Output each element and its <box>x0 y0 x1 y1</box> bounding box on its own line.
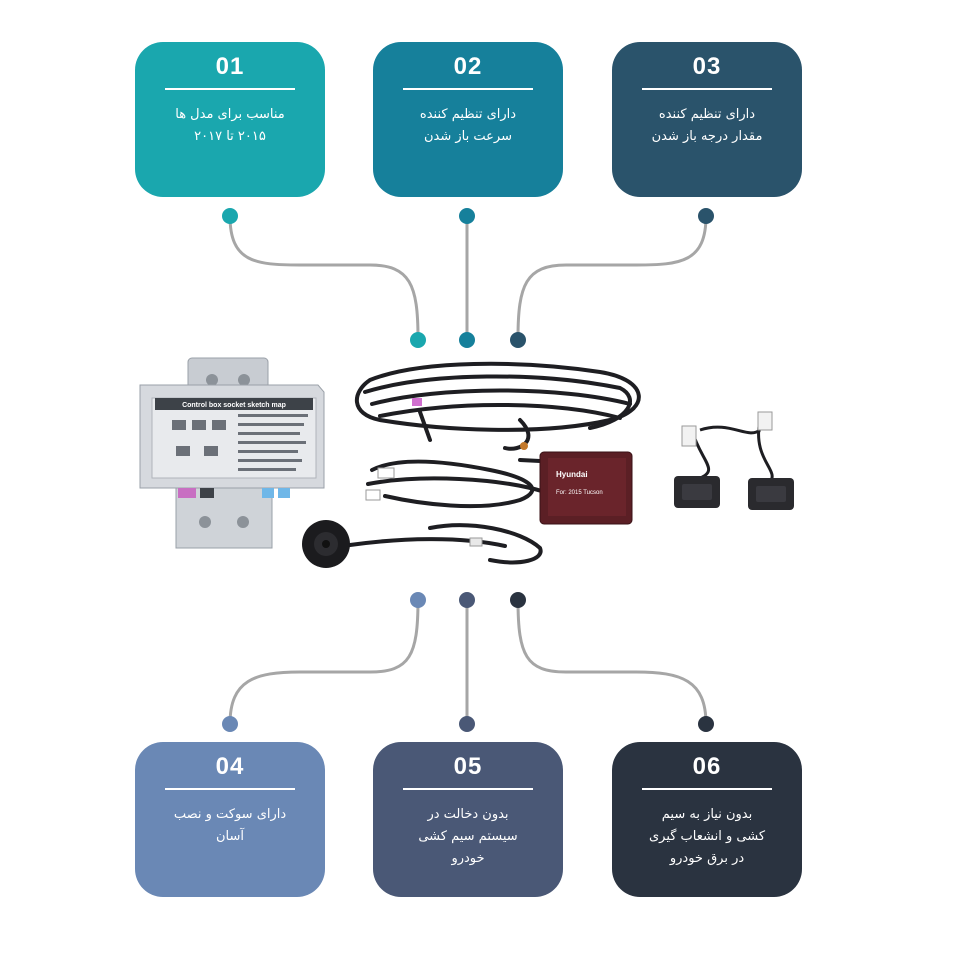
electronic-module: Hyundai For: 2015 Tucson <box>539 451 633 525</box>
feature-card-05: 05 بدون دخالت در سیستم سیم کشی خودرو <box>373 742 563 897</box>
control-box: Control box socket sketch map <box>139 357 325 549</box>
dot-icon <box>459 716 475 732</box>
control-box-label: Control box socket sketch map <box>182 402 286 409</box>
connector-line-04 <box>228 598 420 726</box>
connector-line-06 <box>516 598 708 726</box>
dot-icon <box>698 208 714 224</box>
divider <box>165 88 295 90</box>
dot-icon <box>510 592 526 608</box>
dot-icon <box>222 208 238 224</box>
buzzer-icon <box>302 520 350 568</box>
module-brand: Hyundai <box>556 470 588 479</box>
dot-icon <box>410 332 426 348</box>
feature-card-02: 02 دارای تنظیم کننده سرعت باز شدن <box>373 42 563 197</box>
feature-number: 05 <box>453 753 483 780</box>
dot-icon <box>510 332 526 348</box>
feature-number: 06 <box>692 753 722 780</box>
connector-line-03 <box>516 214 708 340</box>
connector-line-01 <box>228 214 420 340</box>
divider <box>403 788 533 790</box>
feature-text: دارای تنظیم کننده مقدار درجه باز شدن <box>651 107 763 144</box>
dot-icon <box>459 332 475 348</box>
divider <box>403 88 533 90</box>
tailgate-switches <box>674 411 794 510</box>
feature-card-06: 06 بدون نیاز به سیم کشی و انشعاب گیری در… <box>612 742 802 897</box>
feature-text: بدون نیاز به سیم کشی و انشعاب گیری در بر… <box>648 807 766 866</box>
module-part: For: 2015 Tucson <box>556 490 603 496</box>
feature-number: 01 <box>215 53 245 80</box>
feature-card-01: 01 مناسب برای مدل ها ۲۰۱۵ تا ۲۰۱۷ <box>135 42 325 197</box>
divider <box>642 88 772 90</box>
feature-card-03: 03 دارای تنظیم کننده مقدار درجه باز شدن <box>612 42 802 197</box>
feature-card-04: 04 دارای سوکت و نصب آسان <box>135 742 325 897</box>
dot-icon <box>410 592 426 608</box>
dot-icon <box>459 592 475 608</box>
divider <box>642 788 772 790</box>
feature-text: دارای تنظیم کننده سرعت باز شدن <box>419 107 517 144</box>
dot-icon <box>698 716 714 732</box>
connector-dots <box>222 208 714 732</box>
feature-text: مناسب برای مدل ها ۲۰۱۵ تا ۲۰۱۷ <box>175 107 285 144</box>
feature-text: بدون دخالت در سیستم سیم کشی خودرو <box>418 807 518 866</box>
connectors <box>228 214 708 726</box>
divider <box>165 788 295 790</box>
dot-icon <box>222 716 238 732</box>
feature-text: دارای سوکت و نصب آسان <box>173 807 287 844</box>
feature-number: 04 <box>215 753 245 780</box>
feature-number: 03 <box>692 53 722 80</box>
feature-number: 02 <box>453 53 483 80</box>
dot-icon <box>459 208 475 224</box>
